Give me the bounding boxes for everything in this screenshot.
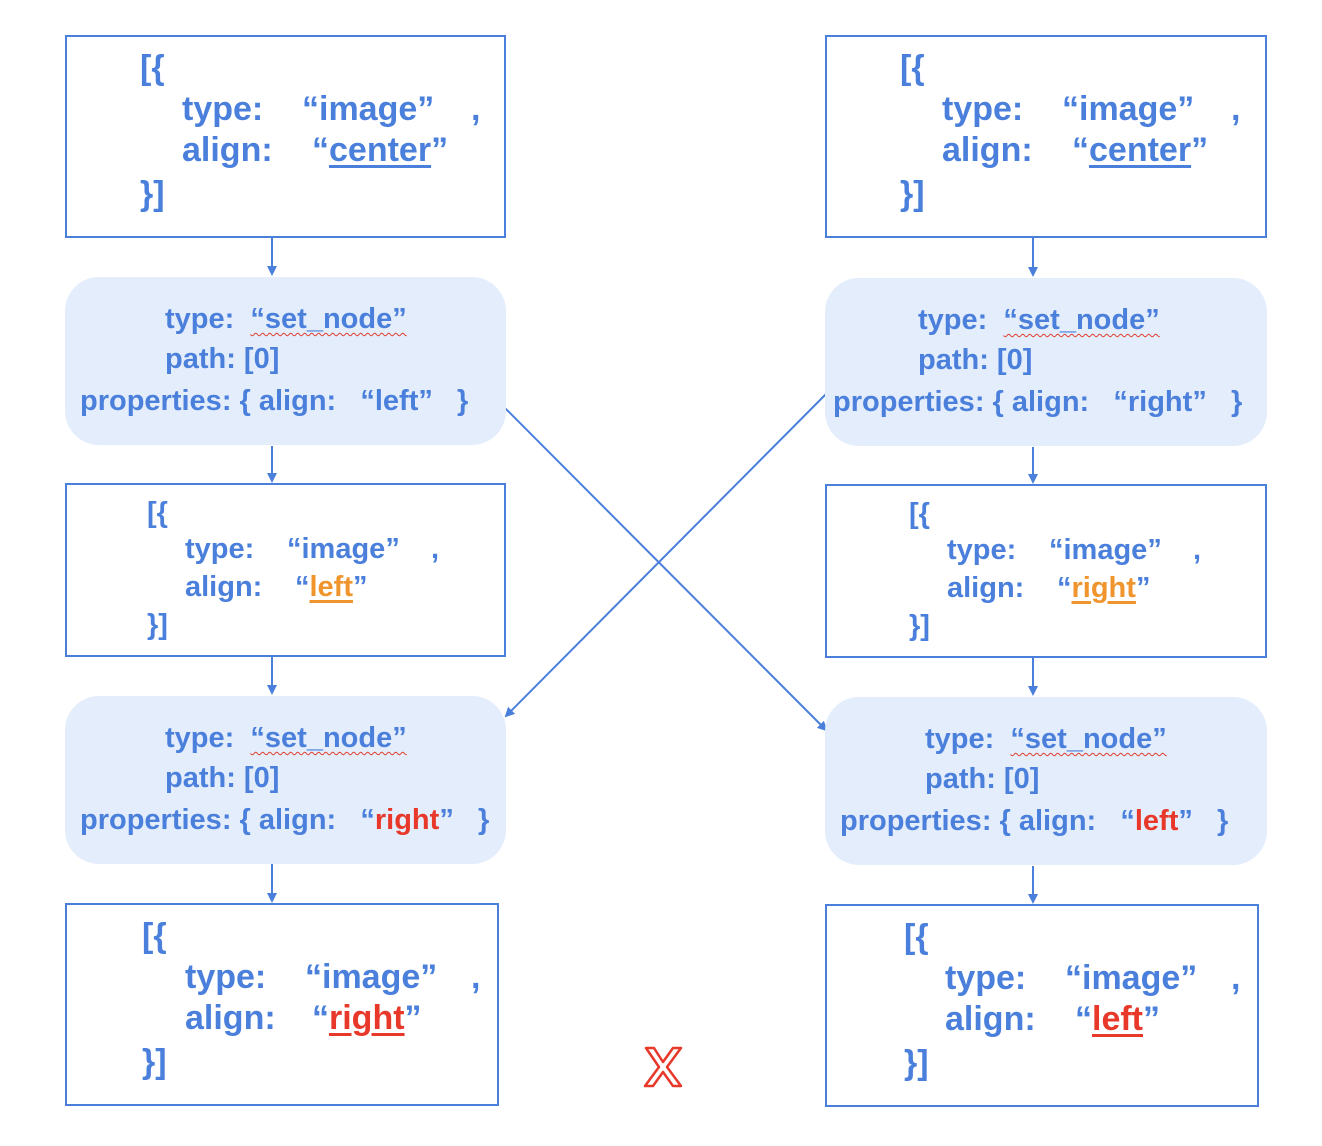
comma: , — [1193, 534, 1202, 566]
op-type-line: type: “set_node” — [925, 723, 1167, 755]
left-op-first: type: “set_node” path: [0] properties: {… — [65, 277, 506, 445]
align-key: align: — [185, 571, 263, 603]
comma: , — [471, 958, 481, 996]
bracket-close: }] — [909, 610, 930, 642]
type-value: “image” — [305, 958, 438, 996]
align-value: “right” — [312, 999, 422, 1037]
bracket-open: [{ — [909, 498, 930, 530]
right-doc-middle: [{ type: “image” , align: “right” }] — [825, 484, 1267, 658]
bracket-close: }] — [904, 1044, 929, 1082]
type-value: “image” — [1062, 90, 1195, 128]
left-doc-final: [{ type: “image” , align: “right” }] — [65, 903, 499, 1106]
op-type-line: type: “set_node” — [165, 303, 407, 335]
bracket-close: }] — [142, 1043, 167, 1081]
bracket-close: }] — [147, 609, 168, 641]
op-path-line: path: [0] — [925, 763, 1040, 795]
comma: , — [431, 533, 440, 565]
type-value: “image” — [302, 90, 435, 128]
align-value: “left” — [1075, 1000, 1160, 1038]
left-doc-initial: [{ type: “image” , align: “center” }] — [65, 35, 506, 238]
comma: , — [471, 90, 481, 128]
type-value: “image” — [287, 533, 400, 565]
align-key: align: — [942, 131, 1033, 169]
type-value: “image” — [1065, 959, 1198, 997]
right-op-first: type: “set_node” path: [0] properties: {… — [825, 278, 1267, 446]
bracket-open: [{ — [142, 917, 167, 955]
align-value: “left” — [295, 571, 368, 603]
align-value: “right” — [1057, 572, 1151, 604]
cross-arrow-left-to-right — [501, 404, 828, 732]
op-properties-line: properties: { align: “right” } — [80, 804, 490, 836]
comma: , — [1231, 959, 1241, 997]
right-doc-initial: [{ type: “image” , align: “center” }] — [825, 35, 1267, 238]
x-mark-icon — [643, 1046, 683, 1088]
type-key: type: — [185, 958, 267, 996]
align-value: “center” — [312, 131, 449, 169]
type-key: type: — [947, 534, 1017, 566]
align-value: “center” — [1072, 131, 1209, 169]
type-key: type: — [185, 533, 255, 565]
op-properties-line: properties: { align: “left” } — [80, 385, 469, 417]
left-doc-middle: [{ type: “image” , align: “left” }] — [65, 483, 506, 657]
align-key: align: — [945, 1000, 1036, 1038]
type-key: type: — [945, 959, 1027, 997]
op-properties-line: properties: { align: “left” } — [840, 805, 1229, 837]
align-key: align: — [185, 999, 276, 1037]
comma: , — [1231, 90, 1241, 128]
type-key: type: — [942, 90, 1024, 128]
bracket-open: [{ — [147, 497, 168, 529]
bracket-close: }] — [140, 175, 165, 213]
type-key: type: — [182, 90, 264, 128]
right-doc-final: [{ type: “image” , align: “left” }] — [825, 904, 1259, 1107]
align-key: align: — [947, 572, 1025, 604]
align-key: align: — [182, 131, 273, 169]
op-properties-line: properties: { align: “right” } — [833, 386, 1243, 418]
bracket-open: [{ — [140, 49, 165, 87]
op-path-line: path: [0] — [165, 762, 280, 794]
type-value: “image” — [1049, 534, 1162, 566]
op-path-line: path: [0] — [918, 344, 1033, 376]
op-path-line: path: [0] — [165, 343, 280, 375]
bracket-open: [{ — [904, 918, 929, 956]
bracket-close: }] — [900, 175, 925, 213]
op-type-line: type: “set_node” — [918, 304, 1160, 336]
left-op-second: type: “set_node” path: [0] properties: {… — [65, 696, 506, 864]
bracket-open: [{ — [900, 49, 925, 87]
cross-arrow-right-to-left — [504, 389, 831, 718]
op-type-line: type: “set_node” — [165, 722, 407, 754]
right-op-second: type: “set_node” path: [0] properties: {… — [825, 697, 1267, 865]
